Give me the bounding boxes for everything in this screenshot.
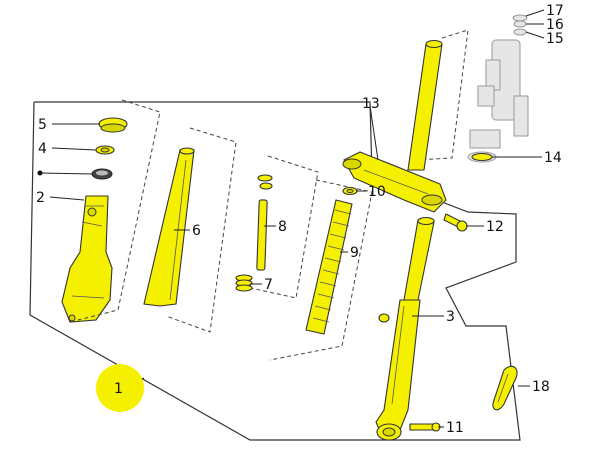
part-2-fork-leg-left bbox=[61, 195, 113, 323]
callout-4: 4 bbox=[38, 141, 47, 157]
callout-16: 16 bbox=[546, 17, 564, 33]
part-10-nut bbox=[342, 186, 358, 196]
leader-4 bbox=[51, 147, 97, 151]
callout-13: 13 bbox=[362, 96, 380, 112]
part-5-top-cap bbox=[98, 117, 128, 133]
callout-1-badge bbox=[96, 364, 144, 412]
callout-14: 14 bbox=[544, 150, 562, 166]
dash-box-6b bbox=[165, 127, 237, 333]
part-4-washer bbox=[95, 145, 115, 155]
bearing-dot bbox=[37, 170, 43, 176]
part-12-bolt bbox=[443, 213, 468, 232]
part-8-damper-rod bbox=[256, 174, 273, 271]
part-14-washer bbox=[471, 152, 493, 162]
leader-15 bbox=[525, 31, 545, 39]
callout-5: 5 bbox=[38, 117, 47, 133]
bearing-ring bbox=[91, 168, 113, 180]
callout-11: 11 bbox=[446, 420, 464, 436]
steering-head-ghost bbox=[467, 14, 529, 163]
callout-15: 15 bbox=[546, 31, 564, 47]
part-11-axle-bolt bbox=[409, 422, 441, 432]
leader-13 bbox=[369, 105, 379, 161]
callout-10: 10 bbox=[368, 184, 386, 200]
part-13-steering-stem bbox=[342, 39, 447, 213]
callout-7: 7 bbox=[264, 277, 273, 293]
dash-box-6 bbox=[77, 99, 161, 321]
callout-6: 6 bbox=[192, 223, 201, 239]
part-18-band bbox=[492, 365, 518, 411]
callout-1: 1 bbox=[114, 381, 123, 397]
callout-8: 8 bbox=[278, 219, 287, 235]
dash-guide-15 bbox=[415, 29, 469, 161]
leader-bearing bbox=[39, 172, 93, 175]
callout-18: 18 bbox=[532, 379, 550, 395]
leader-17 bbox=[525, 9, 545, 17]
dash-box-9 bbox=[269, 179, 373, 361]
callout-9: 9 bbox=[350, 245, 359, 261]
callout-3: 3 bbox=[446, 309, 455, 325]
part-3-fork-leg-right bbox=[375, 216, 435, 441]
part-9-main-spring bbox=[305, 199, 353, 335]
part-7-small-spring bbox=[235, 274, 253, 292]
callout-2: 2 bbox=[36, 190, 45, 206]
part-6-fork-tube bbox=[143, 147, 195, 307]
callout-17: 17 bbox=[546, 3, 564, 19]
leader-2 bbox=[49, 196, 85, 201]
callout-12: 12 bbox=[486, 219, 504, 235]
